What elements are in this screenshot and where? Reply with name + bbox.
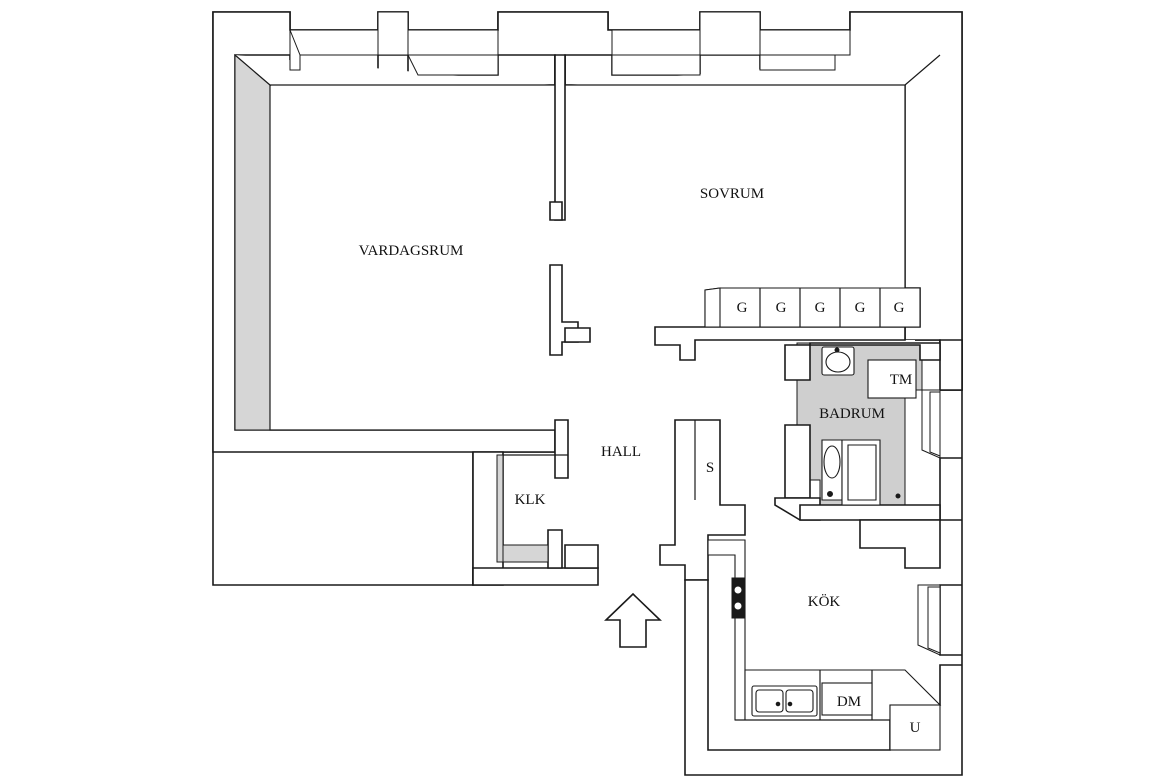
oven-label: U — [910, 720, 921, 736]
storage-label: S — [706, 460, 714, 476]
room-label-badrum: BADRUM — [819, 406, 885, 422]
entrance-arrow-icon — [604, 592, 662, 648]
room-label-klk: KLK — [515, 492, 546, 508]
room-label-hall: HALL — [601, 444, 641, 460]
room-label-kok: KÖK — [808, 593, 841, 610]
wardrobe-label: G — [737, 300, 748, 316]
wardrobe-label: G — [855, 300, 866, 316]
wardrobe-label: G — [894, 300, 905, 316]
bathroom — [774, 342, 941, 521]
washing-machine — [867, 359, 917, 399]
wardrobe-label: G — [815, 300, 826, 316]
room-label-sovrum: SOVRUM — [700, 186, 764, 202]
dishwasher-label: DM — [837, 694, 861, 710]
washing-machine-label: TM — [890, 372, 913, 388]
wardrobe-row — [704, 287, 921, 328]
wardrobe-label: G — [776, 300, 787, 316]
kitchen — [707, 519, 942, 751]
interior-walls — [472, 54, 906, 586]
windows-top — [289, 11, 851, 76]
room-label-vardagsrum: VARDAGSRUM — [359, 243, 464, 259]
